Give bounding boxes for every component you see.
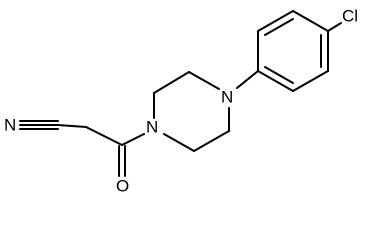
aryl-n-label: N <box>221 88 233 107</box>
nitrile-triple-bond <box>19 120 59 130</box>
bond-ch2-carbonyl <box>85 126 123 146</box>
bond-carbonyl-amide-n <box>121 133 145 146</box>
piperazine-ring <box>153 71 230 152</box>
chemical-structure: N N N O Cl <box>4 7 358 196</box>
carbonyl-double-bond <box>118 145 126 177</box>
carbonyl-o-label: O <box>116 177 129 196</box>
nitrile-n-label: N <box>4 116 16 135</box>
bond-benzene-cl <box>327 22 342 32</box>
amide-n-label: N <box>146 118 158 137</box>
bond-aryl-n-benzene <box>236 70 259 89</box>
bond-nitrile-ch2 <box>57 124 87 128</box>
chlorine-label: Cl <box>342 7 358 26</box>
benzene-ring <box>257 10 329 92</box>
